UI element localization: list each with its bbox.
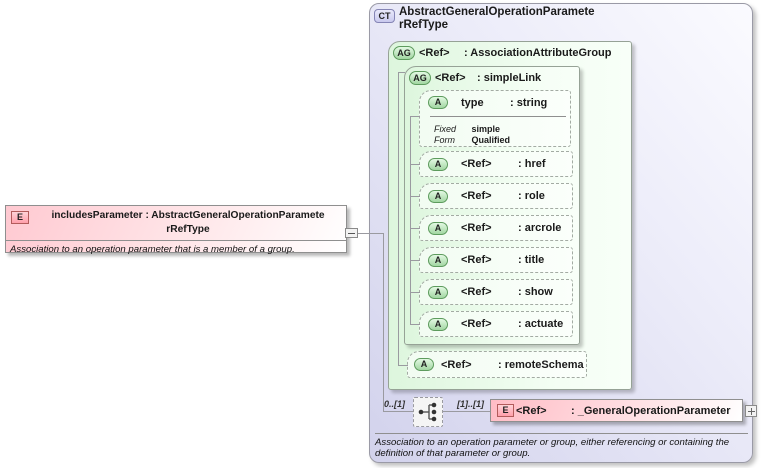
attribute-name: type [461,96,484,109]
connector-line [410,260,420,261]
complex-type-title-line2: rRefType [399,19,448,31]
connector-line [410,164,420,165]
attribute-datatype: : remoteSchema [498,358,584,371]
element-title: includesParameter : AbstractGeneralOpera… [32,209,344,237]
attribute-actuate[interactable]: A <Ref> : actuate [419,311,573,337]
attribute-datatype: : arcrole [518,222,562,234]
connector-line [410,228,420,229]
facet-label: Fixed [434,124,457,134]
facet-form: Form Qualified [434,130,510,148]
connector-line [383,233,384,411]
includes-parameter-element[interactable]: E includesParameter : AbstractGeneralOpe… [5,205,347,255]
attribute-datatype: : string [510,96,548,109]
element-title-line2: rRefType [166,224,210,235]
connector-line [410,116,420,117]
divider [375,433,748,434]
sequence-glyph [418,402,437,422]
divider [430,116,566,117]
collapse-icon[interactable] [345,228,358,238]
connector-line [443,411,490,412]
attribute-title[interactable]: A <Ref> : title [419,247,573,273]
complex-type-title: AbstractGeneralOperationParamete rRefTyp… [399,6,595,32]
ref-label: <Ref> [516,404,547,417]
attribute-datatype: : show [518,286,553,298]
general-operation-parameter-element[interactable]: E <Ref> : _GeneralOperationParameter [490,399,743,422]
connector-line [410,324,420,325]
sequence-icon[interactable] [413,397,443,427]
connector-line [383,411,413,412]
connector-line [410,292,420,293]
facet-value: simple [471,124,500,134]
ref-label: <Ref> [441,358,472,371]
attribute-datatype: : href [518,158,546,170]
ref-label: <Ref> [461,222,492,234]
minus-glyph [348,232,355,234]
facet-value: Qualified [471,135,510,145]
attribute-badge: A [428,189,448,203]
attribute-badge: A [428,253,448,267]
attribute-datatype: : role [518,190,545,202]
attribute-show[interactable]: A <Ref> : show [419,279,573,305]
divider [6,240,346,241]
complex-type-title-line1: AbstractGeneralOperationParamete [399,6,595,18]
complex-type-badge: CT [374,9,395,23]
cardinality-right: [1]..[1] [457,399,484,409]
plus-glyph [747,407,755,415]
simplelink-type: : simpleLink [477,72,542,84]
attribute-group-badge: AG [393,46,415,60]
facet-fixed: Fixed simple [434,119,500,137]
attribute-group-type: : AssociationAttributeGroup [464,47,612,59]
connector-line [398,365,408,366]
element-badge: E [11,211,29,224]
ref-label: <Ref> [435,72,466,84]
attribute-badge: A [428,221,448,235]
ref-label: <Ref> [461,190,492,202]
attribute-href[interactable]: A <Ref> : href [419,151,573,177]
attribute-badge: A [428,96,448,109]
attribute-arcrole[interactable]: A <Ref> : arcrole [419,215,573,241]
connector-line [358,233,383,234]
expand-icon[interactable] [745,405,757,417]
element-badge: E [497,404,514,417]
connector-line [398,72,399,365]
attribute-badge: A [414,358,434,371]
connector-line [398,72,405,73]
attribute-role[interactable]: A <Ref> : role [419,183,573,209]
attribute-type[interactable]: A type : string Fixed simple Form Qualif… [419,90,571,147]
ref-label: <Ref> [461,254,492,266]
element-annotation: Association to an operation parameter th… [10,244,295,255]
cardinality-left: 0..[1] [384,399,406,409]
attribute-badge: A [428,157,448,171]
ref-label: <Ref> [461,286,492,298]
attribute-group-badge: AG [409,71,431,85]
attribute-badge: A [428,317,448,331]
element-type: : _GeneralOperationParameter [571,404,731,417]
complex-type-annotation: Association to an operation parameter or… [375,437,730,459]
attribute-datatype: : actuate [518,318,564,330]
attribute-badge: A [428,285,448,299]
connector-line [410,196,420,197]
facet-label: Form [434,135,455,145]
attribute-datatype: : title [518,254,545,266]
ref-label: <Ref> [461,318,492,330]
attribute-remoteschema[interactable]: A <Ref> : remoteSchema [407,351,587,378]
element-title-line1: includesParameter : AbstractGeneralOpera… [51,210,325,221]
ref-label: <Ref> [461,158,492,170]
ref-label: <Ref> [419,47,450,59]
connector-line [410,116,411,324]
